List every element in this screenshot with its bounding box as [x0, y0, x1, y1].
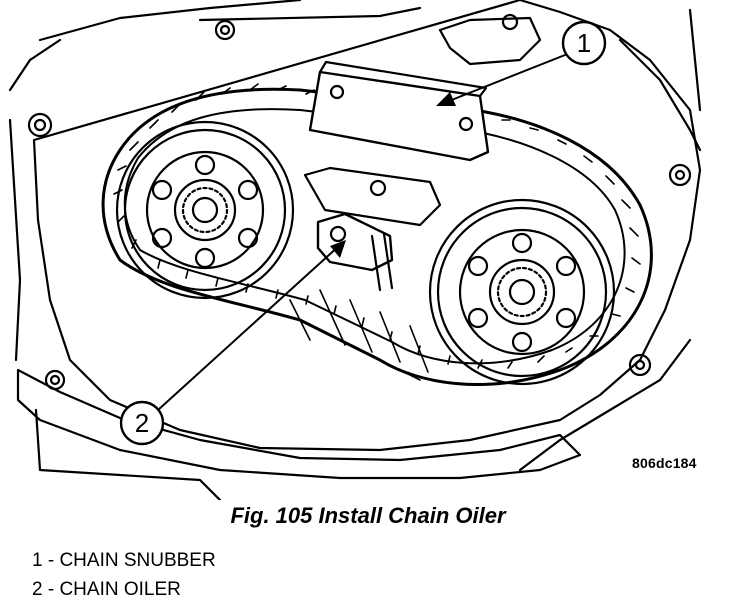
left-sprocket-hole: [151, 227, 173, 249]
right-sprocket-rim-inner: [436, 206, 608, 378]
figure-id: 806dc184: [632, 455, 697, 471]
left-sprocket-rim: [115, 120, 295, 300]
snubber-bolt: [458, 116, 474, 132]
boss-bolt: [674, 169, 686, 181]
right-sprocket-hole: [467, 307, 489, 329]
chain-snubber: [308, 70, 490, 162]
right-sprocket-hub-splines: [496, 266, 548, 318]
callout-leader-1: [443, 54, 566, 104]
callout-arrowhead-1: [436, 92, 456, 106]
right-sprocket-web: [458, 228, 586, 356]
boss-bolt: [219, 24, 231, 36]
right-sprocket-rim: [428, 198, 616, 386]
left-sprocket-rim-inner: [123, 128, 287, 292]
left-sprocket-hole: [151, 179, 173, 201]
boss-bolt: [628, 353, 652, 377]
callout-leader-2: [157, 244, 341, 411]
left-sprocket-hole: [237, 179, 259, 201]
right-sprocket-hole: [467, 255, 489, 277]
callout-arrowhead-2: [330, 240, 346, 258]
chain-snubber-edge: [318, 60, 488, 98]
boss-bolt: [634, 359, 646, 371]
right-sprocket-hub: [488, 258, 556, 326]
chain-inner: [123, 108, 626, 365]
housing-left-rim: [8, 38, 62, 362]
snubber-bolt: [329, 84, 345, 100]
right-sprocket-hole: [555, 255, 577, 277]
boss-bolt: [44, 369, 66, 391]
lower-chain-detail: [289, 289, 429, 381]
legend-item-chain-snubber: 1 - CHAIN SNUBBER: [32, 550, 216, 571]
left-sprocket-bore: [191, 196, 219, 224]
boss-bolt: [49, 374, 61, 386]
left-sprocket-hub-splines: [181, 186, 229, 234]
boss-bolt: [214, 19, 236, 41]
housing-right-rim: [618, 8, 702, 152]
boss-bolt: [27, 112, 53, 138]
boss-bolt: [668, 163, 692, 187]
right-sprocket-hole: [555, 307, 577, 329]
oiler-bolt: [329, 225, 347, 243]
housing-flange: [16, 368, 582, 480]
left-sprocket-hole: [194, 247, 216, 269]
oiler-tube: [370, 232, 394, 292]
left-sprocket-web: [145, 150, 265, 270]
housing-lower-body: [34, 338, 692, 500]
right-sprocket-hole: [511, 331, 533, 353]
housing-outline: [32, 0, 702, 452]
callout-number-1: 1: [577, 28, 591, 58]
center-block: [303, 166, 442, 227]
center-bolt: [369, 179, 387, 197]
left-sprocket-hole: [237, 227, 259, 249]
boss-bolt: [501, 13, 519, 31]
chain-drive-illustration: 1 2: [8, 0, 702, 500]
callout-circle-1: [561, 20, 607, 66]
chain-oiler: [316, 212, 394, 272]
figure-caption: Fig. 105 Install Chain Oiler: [230, 503, 506, 528]
legend-item-chain-oiler: 2 - CHAIN OILER: [32, 579, 181, 600]
callout-circle-2: [119, 400, 165, 446]
callout-number-2: 2: [135, 408, 149, 438]
right-sprocket-bore: [508, 278, 536, 306]
left-sprocket-hub: [173, 178, 237, 242]
housing-top-rim: [198, 6, 542, 66]
left-sprocket-hole: [194, 154, 216, 176]
boss-bolt: [33, 118, 47, 132]
right-sprocket-hole: [511, 232, 533, 254]
